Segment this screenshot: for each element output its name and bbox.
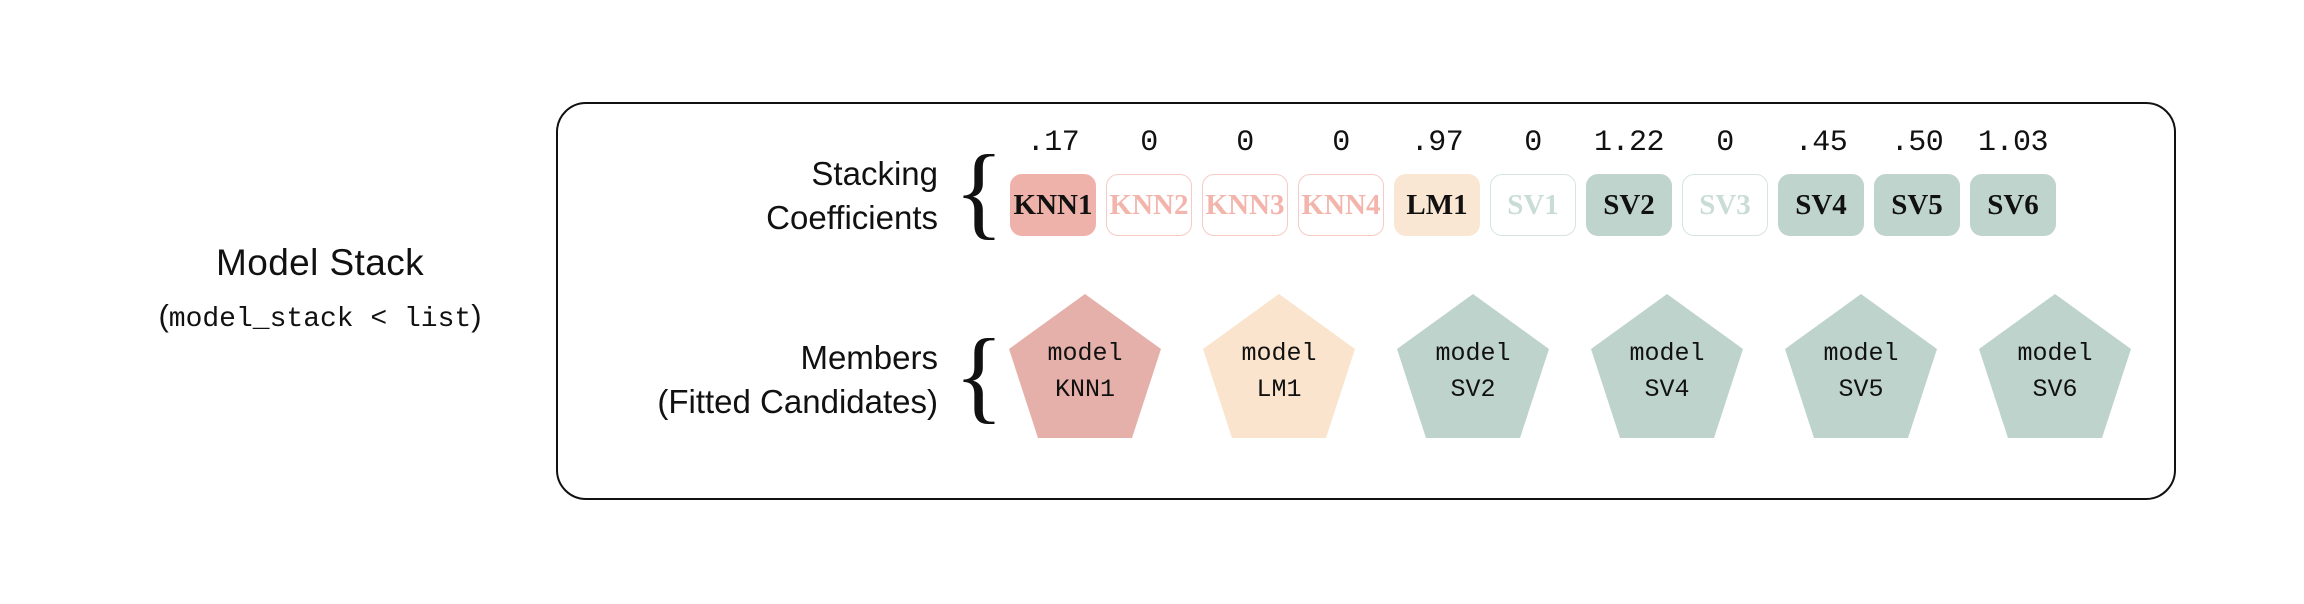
coefficient-value-sv2: 1.22 (1593, 126, 1665, 160)
close-paren: ) (471, 298, 482, 334)
coefficient-value-sv6: 1.03 (1977, 126, 2049, 160)
model-chip-knn4[interactable]: KNN4 (1298, 174, 1384, 236)
model-chip-sv5[interactable]: SV5 (1874, 174, 1960, 236)
members-label: Members (Fitted Candidates) (608, 336, 938, 424)
page-title: Model Stack (216, 242, 424, 283)
model-chip-knn1[interactable]: KNN1 (1010, 174, 1096, 236)
model-stack-caption: Model Stack (model_stack < list) (120, 240, 520, 335)
model-chip-sv3[interactable]: SV3 (1682, 174, 1768, 236)
pentagon-icon (1785, 294, 1937, 438)
coefficient-value-sv4: .45 (1794, 126, 1848, 160)
stacking-coefficients-label: Stacking Coefficients (628, 152, 938, 240)
open-paren: ( (158, 298, 169, 334)
stacking-coefficients-label-line2: Coefficients (766, 199, 938, 237)
model-stack-code: model_stack < list (168, 304, 472, 336)
pentagon-icon (1397, 294, 1549, 438)
members-label-line1: Members (800, 339, 938, 376)
pentagon-icon (1979, 294, 2131, 438)
model-chip-sv2[interactable]: SV2 (1586, 174, 1672, 236)
curly-brace-icon-members: { (954, 318, 1004, 433)
coefficient-value-sv3: 0 (1716, 126, 1734, 160)
coefficient-value-sv1: 0 (1524, 126, 1542, 160)
coefficient-value-knn3: 0 (1236, 126, 1254, 160)
coefficient-value-knn2: 0 (1140, 126, 1158, 160)
coefficient-value-knn1: .17 (1026, 126, 1080, 160)
model-stack-type-annotation: (model_stack < list) (120, 298, 520, 335)
coefficient-value-sv5: .50 (1890, 126, 1944, 160)
pentagon-icon (1009, 294, 1161, 438)
curly-brace-icon-coefficients: { (954, 134, 1004, 249)
coefficient-value-knn4: 0 (1332, 126, 1350, 160)
members-label-line2: (Fitted Candidates) (657, 383, 938, 421)
pentagon-icon (1203, 294, 1355, 438)
stacking-coefficients-label-line1: Stacking (811, 155, 938, 192)
model-chip-knn2[interactable]: KNN2 (1106, 174, 1192, 236)
model-chip-lm1[interactable]: LM1 (1394, 174, 1480, 236)
model-chip-knn3[interactable]: KNN3 (1202, 174, 1288, 236)
model-chip-sv6[interactable]: SV6 (1970, 174, 2056, 236)
coefficient-value-lm1: .97 (1410, 126, 1464, 160)
pentagon-icon (1591, 294, 1743, 438)
model-chip-sv1[interactable]: SV1 (1490, 174, 1576, 236)
model-chip-sv4[interactable]: SV4 (1778, 174, 1864, 236)
